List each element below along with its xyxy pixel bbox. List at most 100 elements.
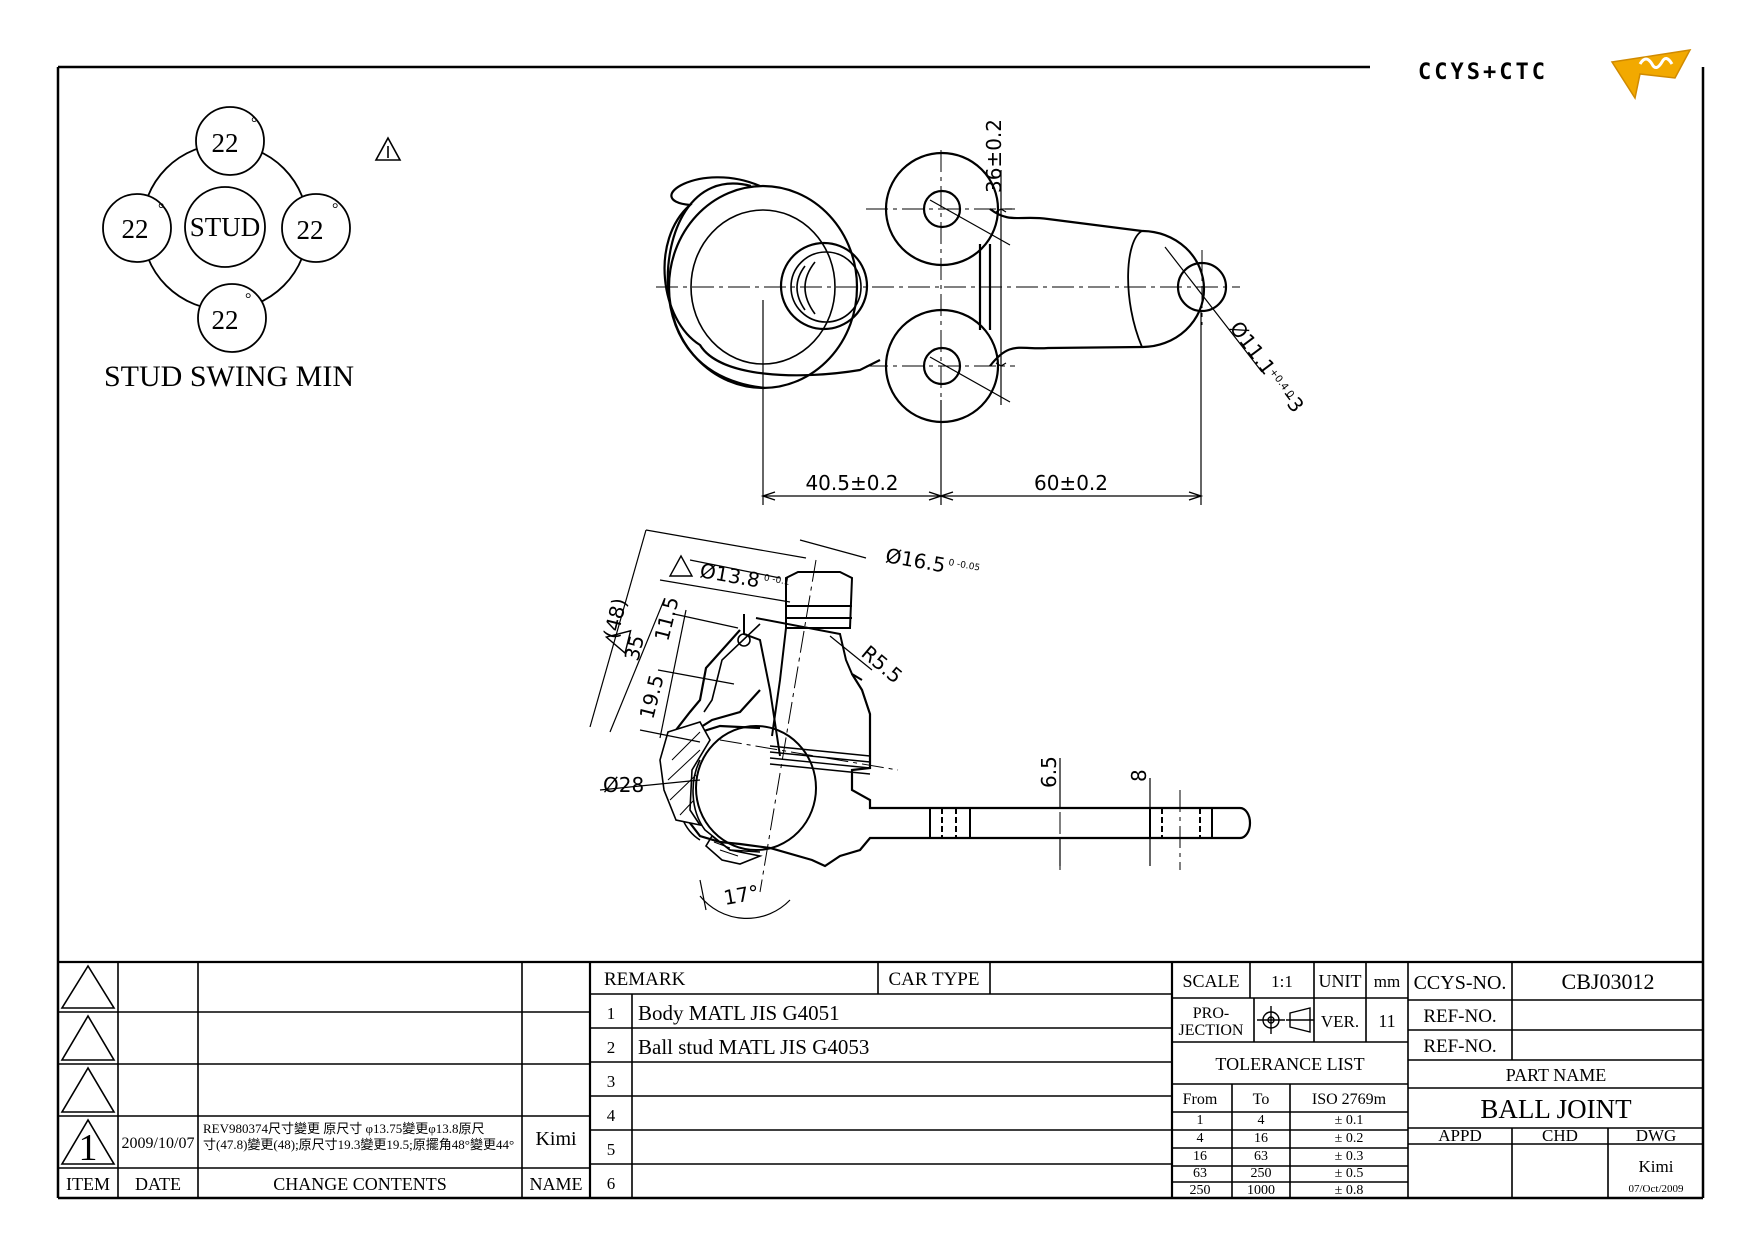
revision-block-lines	[58, 960, 592, 1198]
unit-label: UNIT	[1319, 971, 1362, 991]
logo-text: CCYS+CTC	[1418, 60, 1548, 85]
warning-triangle-icon	[668, 554, 694, 577]
tol-from: 4	[1197, 1131, 1204, 1146]
remark-text-2: Ball stud MATL JIS G4053	[638, 1035, 869, 1059]
tol-from: 1	[1197, 1113, 1204, 1128]
warning-triangle-icon	[604, 629, 632, 655]
dwg-label: DWG	[1636, 1126, 1677, 1145]
tol-to: 16	[1254, 1131, 1268, 1146]
tol-to: 250	[1251, 1166, 1272, 1181]
title-block-lines	[1172, 960, 1703, 1198]
remarks-text: REMARK CAR TYPE 1 Body MATL JIS G4051 2 …	[604, 969, 979, 1193]
remark-no-6: 6	[607, 1174, 616, 1193]
stud-swing-diagram	[102, 106, 351, 353]
logo-mark-icon	[1610, 49, 1692, 100]
ccys-no-label: CCYS-NO.	[1414, 972, 1507, 994]
dim-angle-17: 17°	[722, 880, 761, 910]
dim-35: 35	[620, 633, 649, 664]
swing-angle-bottom: 22	[212, 305, 239, 335]
swing-angle-left: 22	[122, 214, 149, 244]
dim-dia-16-5-tol: 0 -0.05	[948, 558, 981, 573]
part-name-value: BALL JOINT	[1480, 1094, 1632, 1124]
tol-to: 4	[1258, 1113, 1265, 1128]
dim-dia-28: Ø28	[603, 773, 644, 797]
chd-label: CHD	[1542, 1126, 1578, 1145]
degree-mark: °	[251, 115, 257, 132]
dim-6-5: 6.5	[1037, 756, 1061, 788]
dim-dia-13-8: Ø13.8	[698, 558, 762, 592]
revision-name-1: Kimi	[535, 1128, 577, 1150]
remark-no-5: 5	[607, 1140, 616, 1159]
side-view-centerlines	[719, 559, 1181, 893]
side-view-dim-text: Ø13.8 0 -0.1 Ø16.5 0 -0.05 R5.5 (48) 35 …	[599, 543, 1151, 910]
header-contents: CHANGE CONTENTS	[273, 1174, 447, 1194]
company-logo: CCYS+CTC	[1418, 49, 1692, 100]
sheet-frame	[56, 65, 1705, 1200]
dim-36: 36±0.2	[982, 119, 1006, 193]
tol-from: 63	[1193, 1166, 1207, 1181]
dim-8: 8	[1127, 769, 1151, 782]
revision-date-1: 2009/10/07	[122, 1135, 195, 1152]
car-type-label: CAR TYPE	[889, 969, 980, 990]
dwg-name: Kimi	[1639, 1157, 1674, 1176]
remark-header: REMARK	[604, 969, 686, 990]
stud-swing-labels: STUD 22 22 22 22 ° ° ° ° STUD SWING MIN	[104, 115, 354, 393]
warning-triangle-icon	[60, 1118, 116, 1165]
projection-symbol-icon	[1257, 1006, 1314, 1034]
dwg-date: 07/Oct/2009	[1629, 1183, 1684, 1195]
tol-from: 16	[1193, 1149, 1207, 1164]
swing-angle-top: 22	[212, 128, 239, 158]
side-view-drawing	[659, 571, 1252, 868]
warning-triangle-icon	[60, 1066, 116, 1113]
appd-label: APPD	[1438, 1126, 1481, 1145]
projection-label-1: PRO-	[1193, 1005, 1229, 1022]
projection-label-2: JECTION	[1179, 1022, 1244, 1039]
top-view-dimensions	[760, 170, 1263, 505]
warning-triangle-icon	[374, 136, 402, 161]
remark-no-4: 4	[607, 1106, 616, 1125]
swing-caption: STUD SWING MIN	[104, 360, 354, 393]
tol-header-iso: ISO 2769m	[1312, 1091, 1387, 1108]
dim-dia-16-5: Ø16.5	[884, 543, 948, 577]
degree-mark: °	[158, 201, 164, 218]
tol-value: ± 0.5	[1335, 1166, 1364, 1181]
tol-value: ± 0.1	[1335, 1113, 1364, 1128]
stud-label: STUD	[190, 212, 261, 242]
dim-19-5: 19.5	[635, 672, 669, 721]
header-item: ITEM	[66, 1174, 110, 1194]
degree-mark: °	[332, 201, 338, 218]
scale-label: SCALE	[1182, 971, 1239, 991]
revision-item-1: 1	[79, 1127, 98, 1169]
dim-40-5: 40.5±0.2	[805, 471, 898, 495]
top-view-dim-text: 36±0.2 40.5±0.2 60±0.2 Ø11.1 +0.4 0 –3	[805, 119, 1309, 495]
tol-header-to: To	[1253, 1091, 1270, 1108]
ver-label: VER.	[1321, 1012, 1359, 1031]
tol-value: ± 0.2	[1335, 1131, 1364, 1146]
tol-value: ± 0.3	[1335, 1149, 1364, 1164]
tol-from: 250	[1190, 1183, 1211, 1198]
scale-value: 1:1	[1271, 972, 1293, 991]
swing-angle-right: 22	[297, 215, 324, 245]
warning-triangle-icon	[60, 1014, 116, 1061]
degree-mark: °	[245, 291, 251, 308]
header-date: DATE	[135, 1174, 181, 1194]
remark-no-1: 1	[607, 1004, 616, 1023]
tolerance-title: TOLERANCE LIST	[1215, 1054, 1364, 1074]
ref-no-label-2: REF-NO.	[1423, 1036, 1496, 1057]
header-name: NAME	[530, 1174, 583, 1194]
tol-header-from: From	[1183, 1091, 1218, 1108]
dim-r5-5: R5.5	[857, 640, 907, 688]
revision-text: 1 2009/10/07 REV980374尺寸變更 原尺寸 φ13.75變更φ…	[66, 1121, 583, 1194]
remarks-block-lines	[590, 960, 1174, 1198]
side-view-dimensions	[589, 529, 1151, 919]
revision-contents-1a: REV980374尺寸變更 原尺寸 φ13.75變更φ13.8原尺	[203, 1121, 485, 1136]
title-block-text: SCALE 1:1 UNIT mm PRO- JECTION VER. 11 T…	[1179, 969, 1684, 1198]
dim-11-5: 11.5	[650, 594, 684, 643]
remark-no-3: 3	[607, 1072, 616, 1091]
dim-60: 60±0.2	[1034, 471, 1108, 495]
tol-to: 63	[1254, 1149, 1268, 1164]
warning-triangle-icon	[60, 964, 116, 1009]
ver-value: 11	[1378, 1011, 1395, 1031]
remark-text-1: Body MATL JIS G4051	[638, 1001, 840, 1025]
